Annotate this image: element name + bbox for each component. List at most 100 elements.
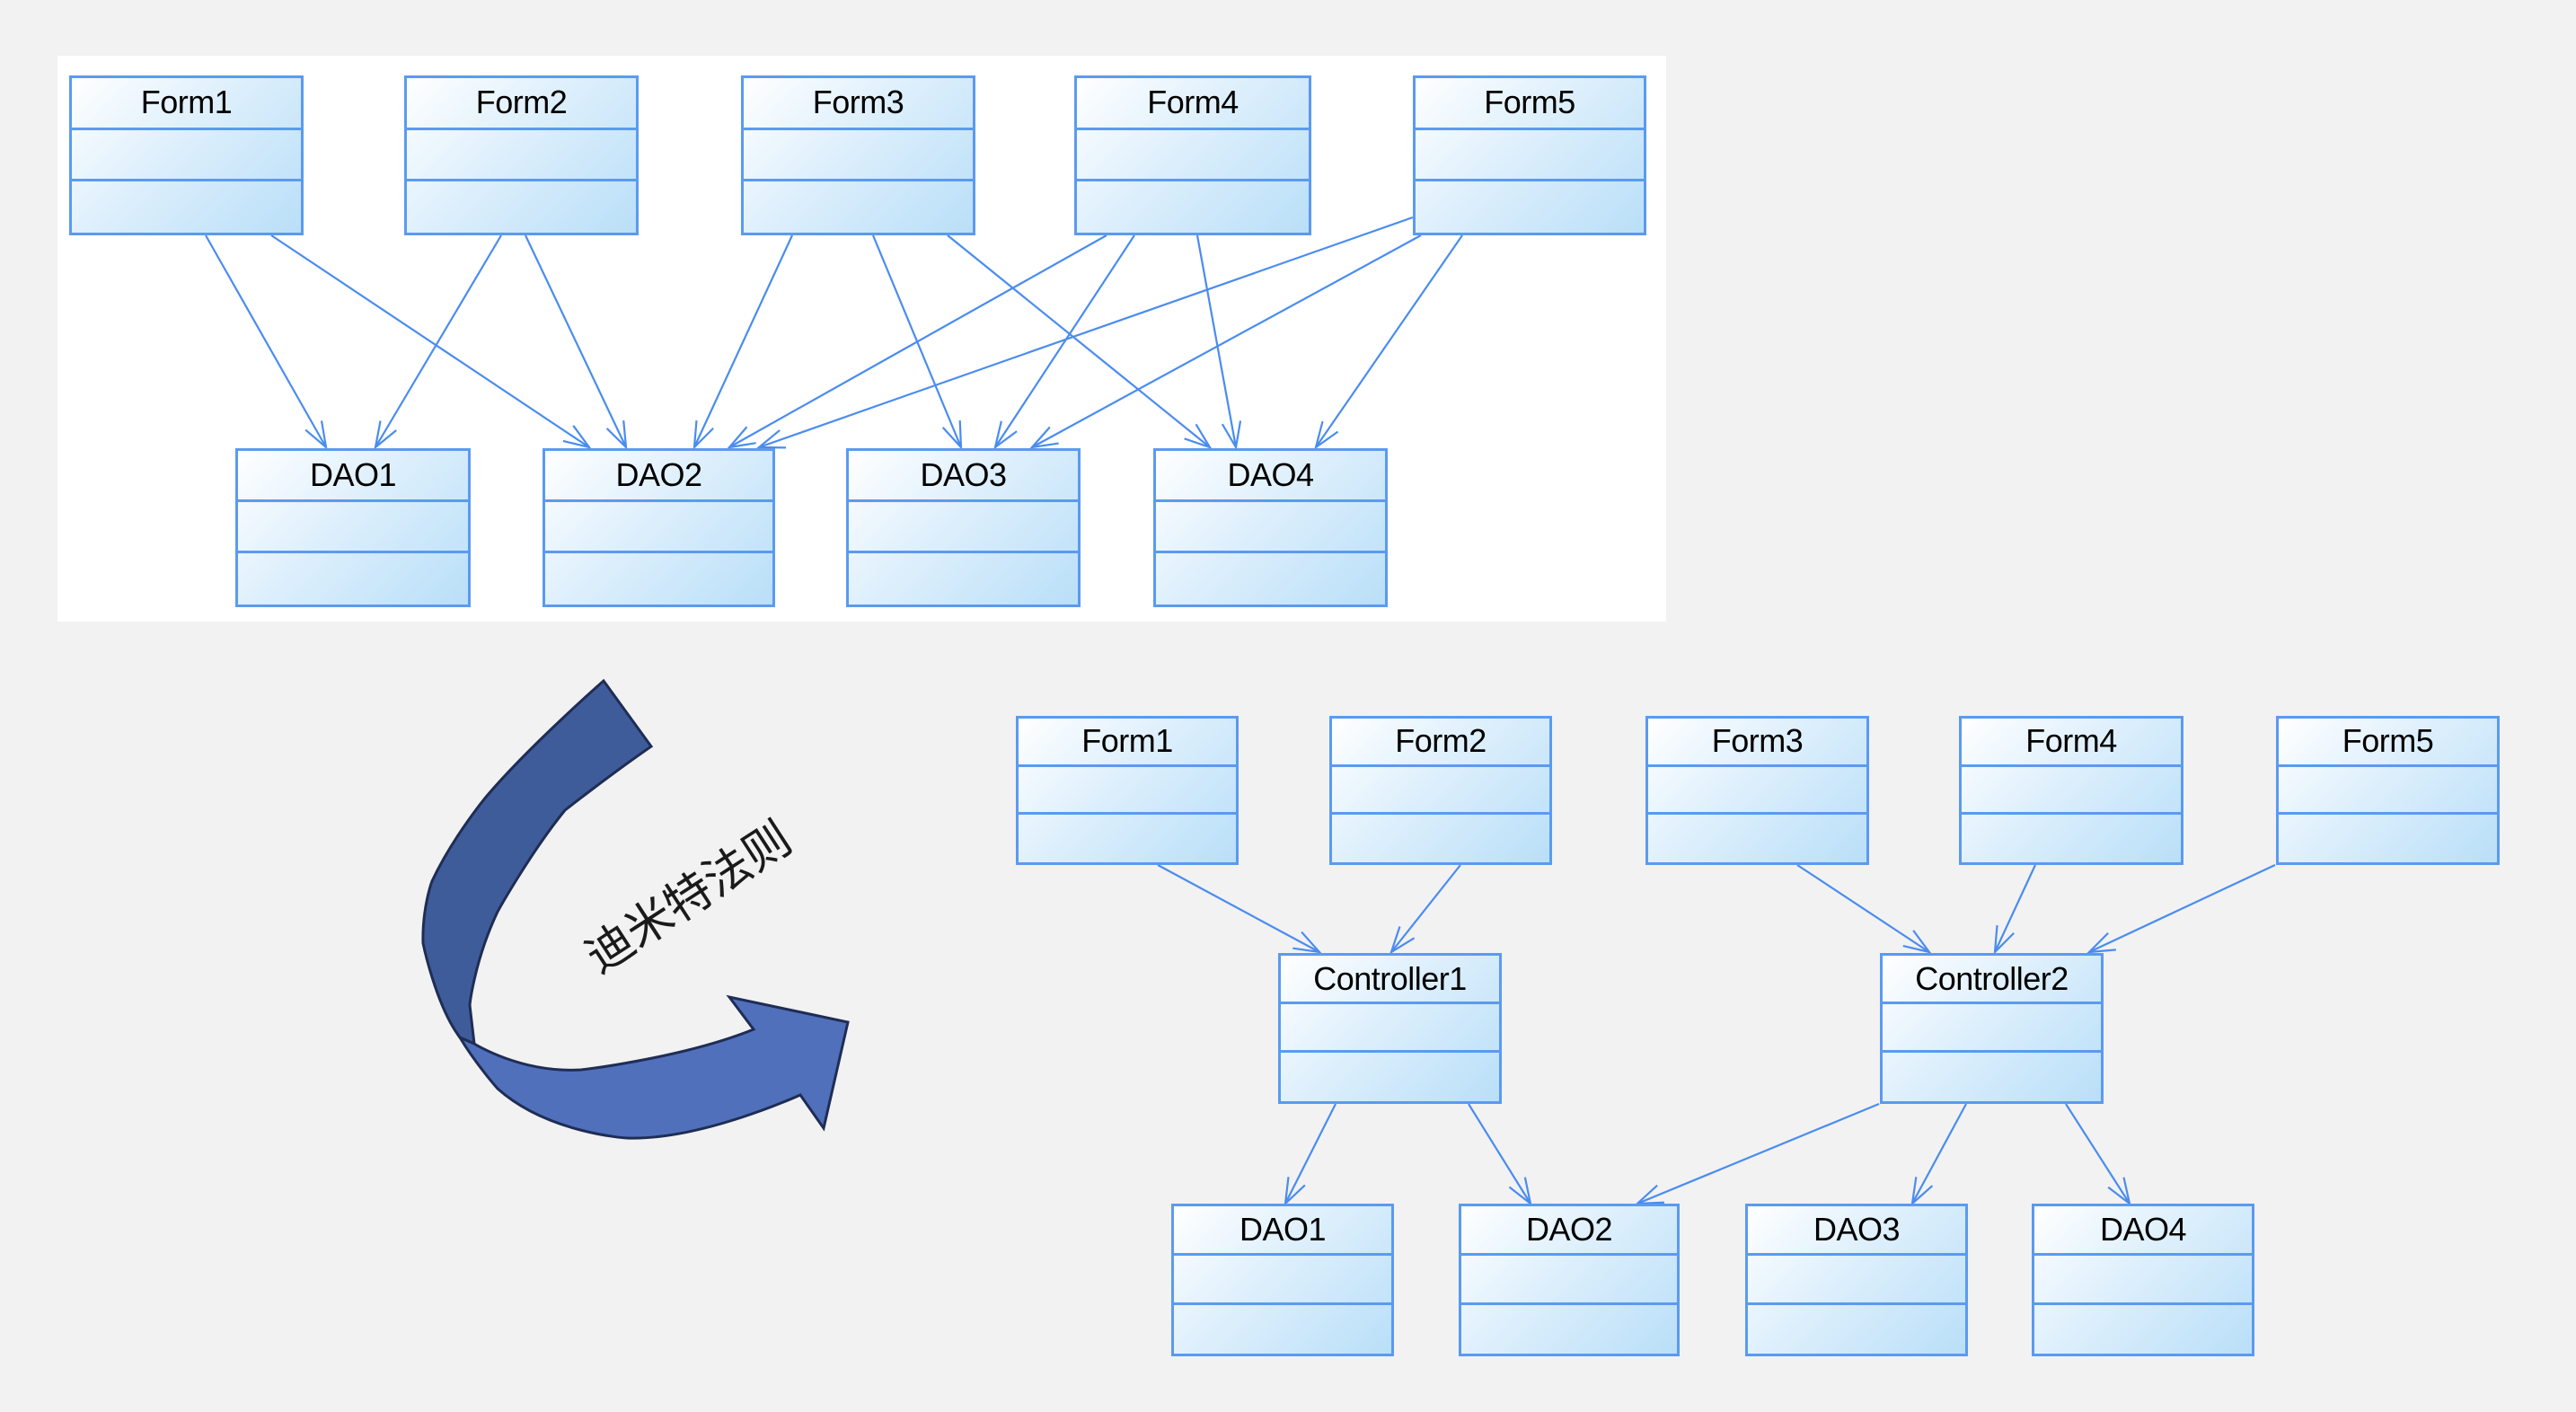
class-name: Form4 [1077,78,1309,130]
arrowhead-icon [1284,1177,1306,1206]
after-dao-box-dao3[interactable]: DAO3 [1745,1204,1968,1356]
arrowhead-icon [1029,426,1059,449]
before-edge-form3-to-dao4 [947,234,1213,450]
after-edge-form4-to-controller2 [1993,864,2036,955]
before-dao-box-dao4[interactable]: DAO4 [1153,448,1388,607]
arrowhead-icon [1993,925,2015,955]
attributes-compartment [2279,767,2497,815]
after-edge-controller1-to-dao2 [1468,1103,1532,1206]
before-dao-box-dao1[interactable]: DAO1 [235,448,471,607]
arrowhead-icon [1292,931,1322,954]
before-edge-form2-to-dao1 [374,234,502,450]
attributes-compartment [1019,767,1236,815]
arrow-upper-band [421,678,654,1046]
before-edge-form5-to-dao2 [755,216,1414,449]
before-edge-form5-to-dao4 [1314,234,1463,450]
before-edge-form4-to-dao2 [727,234,1107,449]
after-edge-controller2-to-dao3 [1910,1103,1967,1206]
arrowhead-icon [1184,423,1213,450]
attributes-compartment [744,130,973,181]
before-dao-box-dao3[interactable]: DAO3 [846,448,1081,607]
after-controller-box-controller2[interactable]: Controller2 [1880,953,2104,1104]
class-name: DAO2 [545,451,772,503]
class-name: Form2 [407,78,636,130]
class-name: Form1 [72,78,301,130]
class-name: DAO1 [1174,1206,1391,1256]
before-dao-box-dao2[interactable]: DAO2 [543,448,775,607]
after-form-box-form5[interactable]: Form5 [2276,716,2500,865]
before-form-box-form3[interactable]: Form3 [741,75,975,235]
before-edge-form4-to-dao4 [1195,234,1242,451]
class-name: Form2 [1332,719,1549,767]
class-name: Form4 [1962,719,2181,767]
before-edge-form5-to-dao3 [1029,234,1422,449]
after-form-box-form2[interactable]: Form2 [1329,716,1552,865]
class-name: Form5 [1416,78,1644,130]
after-edge-controller2-to-dao4 [2065,1103,2131,1206]
arrowhead-icon [2086,931,2116,954]
arrowhead-icon [693,420,714,450]
attributes-compartment [1461,1256,1677,1305]
attributes-compartment [1416,130,1644,181]
arrowhead-icon [727,426,756,449]
before-edge-form3-to-dao2 [693,234,793,450]
attributes-compartment [1174,1256,1391,1305]
after-edge-form1-to-controller1 [1157,864,1322,954]
arrowhead-icon [374,420,397,450]
attributes-compartment [1962,767,2181,815]
before-form-box-form4[interactable]: Form4 [1074,75,1311,235]
before-form-box-form2[interactable]: Form2 [404,75,639,235]
attributes-compartment [545,502,772,554]
after-edge-form2-to-controller1 [1389,864,1461,955]
after-dao-box-dao4[interactable]: DAO4 [2032,1204,2254,1356]
after-form-box-form1[interactable]: Form1 [1016,716,1239,865]
class-name: DAO2 [1461,1206,1677,1256]
before-edge-form1-to-dao2 [270,234,592,449]
class-name: DAO3 [1748,1206,1965,1256]
before-form-box-form1[interactable]: Form1 [69,75,304,235]
after-dao-box-dao1[interactable]: DAO1 [1171,1204,1394,1356]
arrowhead-icon [304,420,328,450]
arrowhead-icon [1389,926,1416,955]
after-edge-form5-to-controller2 [2086,864,2276,954]
attributes-compartment [407,130,636,181]
after-edge-controller2-to-dao2 [1635,1102,1880,1205]
after-form-box-form3[interactable]: Form3 [1645,716,1869,865]
arrow-lower-band [456,994,850,1140]
arrowhead-icon [562,425,592,449]
class-name: Form3 [744,78,973,130]
attributes-compartment [849,502,1078,554]
after-form-box-form4[interactable]: Form4 [1959,716,2183,865]
arrowhead-icon [941,419,963,450]
attributes-compartment [1883,1004,2101,1054]
attributes-compartment [238,502,468,554]
after-edge-controller1-to-dao1 [1284,1103,1337,1206]
class-name: Controller2 [1883,956,2101,1005]
attributes-compartment [1748,1256,1965,1305]
class-name: DAO1 [238,451,468,503]
arrowhead-icon [1902,930,1932,954]
arrowhead-icon [993,420,1018,450]
after-dao-box-dao2[interactable]: DAO2 [1459,1204,1680,1356]
arrowhead-icon [605,420,628,450]
arrowhead-icon [1314,420,1339,450]
attributes-compartment [1648,767,1866,815]
class-name: Form3 [1648,719,1866,767]
before-edge-form2-to-dao2 [525,234,628,450]
attributes-compartment [1281,1004,1499,1054]
attributes-compartment [2034,1256,2252,1305]
class-name: DAO4 [1156,451,1385,503]
after-controller-box-controller1[interactable]: Controller1 [1278,953,1502,1104]
before-form-box-form5[interactable]: Form5 [1413,75,1646,235]
before-edge-form1-to-dao1 [205,234,328,450]
arrowhead-icon [755,429,787,449]
class-name: DAO3 [849,451,1078,503]
class-name: Form1 [1019,719,1236,767]
arrowhead-icon [1221,420,1242,451]
class-name: Form5 [2279,719,2497,767]
arrowhead-icon [1910,1177,1934,1206]
attributes-compartment [1077,130,1309,181]
class-name: Controller1 [1281,956,1499,1005]
